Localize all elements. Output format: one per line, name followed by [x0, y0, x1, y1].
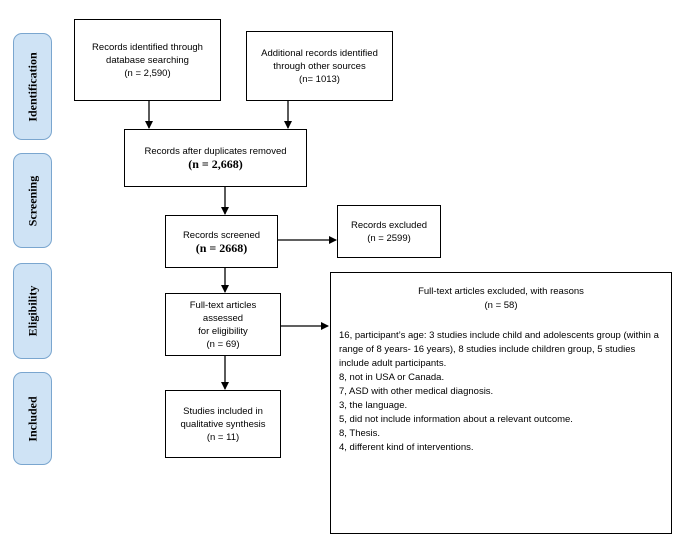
reason-item: 4, different kind of interventions. [339, 442, 474, 453]
database-records-line1: Records identified through [92, 41, 203, 53]
other-sources-line2: through other sources [273, 60, 366, 72]
reason-item: 3, the language. [339, 400, 408, 411]
reason-item: 5, did not include information about a r… [339, 414, 573, 425]
reason-item: 7, ASD with other medical diagnosis. [339, 386, 494, 397]
reasons-title: Full-text articles excluded, with reason… [418, 286, 584, 297]
studies-included-count: (n = 11) [206, 431, 240, 443]
reason-item: 8, Thesis. [339, 428, 381, 439]
fulltext-assessed-box: Full-text articles assessed for eligibil… [165, 293, 281, 356]
other-sources-box: Additional records identified through ot… [246, 31, 393, 101]
phase-identification: Identification [13, 33, 52, 140]
duplicates-removed-count: (n = 2,668) [188, 157, 243, 171]
database-records-line2: database searching [106, 54, 189, 66]
phase-screening: Screening [13, 153, 52, 248]
reasons-count: (n = 58) [484, 300, 518, 311]
fulltext-assessed-line2: for eligibility [198, 325, 248, 337]
database-records-box: Records identified through database sear… [74, 19, 221, 101]
records-excluded-line1: Records excluded [350, 219, 428, 231]
phase-included: Included [13, 372, 52, 465]
records-screened-line1: Records screened [182, 229, 261, 241]
reason-item: 8, not in USA or Canada. [339, 372, 445, 383]
records-screened-box: Records screened (n = 2668) [165, 215, 278, 268]
reasons-list: 16, participant’s age: 3 studies include… [339, 329, 663, 455]
records-excluded-count: (n = 2599) [367, 232, 411, 244]
duplicates-removed-box: Records after duplicates removed (n = 2,… [124, 129, 307, 187]
phase-eligibility: Eligibility [13, 263, 52, 359]
other-sources-line1: Additional records identified [261, 47, 378, 59]
records-excluded-box: Records excluded (n = 2599) [337, 205, 441, 258]
studies-included-line2: qualitative synthesis [180, 418, 266, 430]
fulltext-assessed-count: (n = 69) [206, 338, 240, 350]
fulltext-assessed-line1: Full-text articles assessed [189, 299, 257, 324]
records-screened-count: (n = 2668) [195, 240, 248, 255]
duplicates-removed-line1: Records after duplicates removed [144, 146, 287, 157]
studies-included-line1: Studies included in [183, 405, 263, 417]
database-records-count: (n = 2,590) [124, 67, 171, 79]
fulltext-excluded-reasons-box: Full-text articles excluded, with reason… [330, 272, 672, 534]
studies-included-box: Studies included in qualitative synthesi… [165, 390, 281, 458]
other-sources-count: (n= 1013) [299, 73, 340, 85]
reason-item: 16, participant’s age: 3 studies include… [339, 330, 659, 369]
